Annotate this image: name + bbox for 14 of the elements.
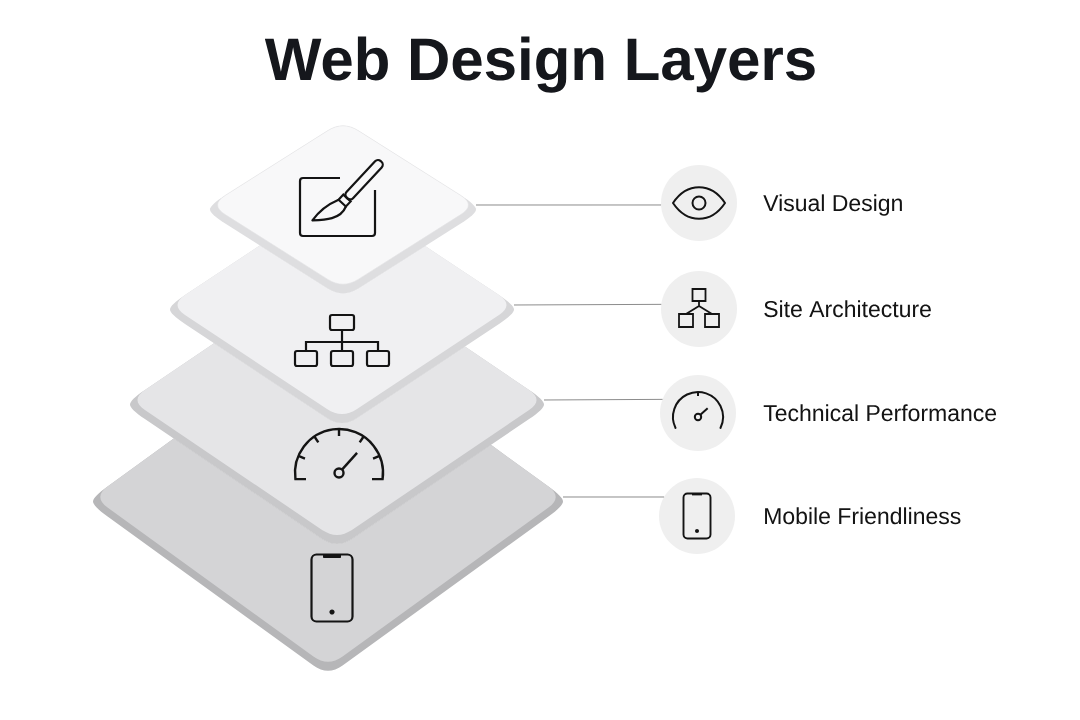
leader-line bbox=[543, 398, 664, 401]
layer-name: Visual Design bbox=[763, 194, 902, 216]
leader-line bbox=[475, 204, 662, 206]
leader-line bbox=[513, 303, 662, 306]
layer-name: Site Architecture bbox=[764, 300, 931, 318]
icon-circle bbox=[661, 271, 737, 347]
icon-circle bbox=[660, 375, 736, 451]
layer-name: Technical Performance bbox=[763, 404, 997, 422]
icon-circle bbox=[659, 478, 735, 554]
layer-tile bbox=[210, 125, 476, 294]
icon-circle bbox=[661, 165, 737, 241]
title: Web Design Layers bbox=[264, 36, 815, 93]
leader-line bbox=[562, 496, 665, 498]
layer-name: Mobile Friendliness bbox=[765, 507, 961, 525]
